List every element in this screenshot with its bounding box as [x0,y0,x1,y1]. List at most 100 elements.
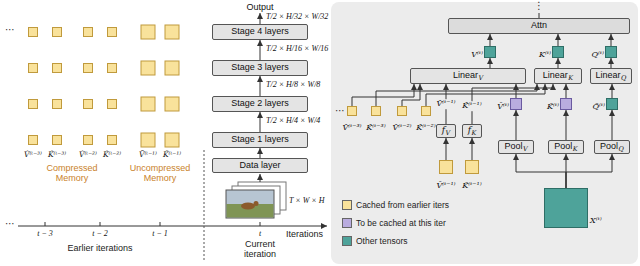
axis-group-label: Current iteration [232,240,288,260]
connector-arrow [558,34,559,46]
node-label: V̂⁽ᵗ⁻²⁾ [392,123,411,133]
legend-swatch [342,218,352,228]
memory-square [108,100,117,109]
text-holder: X⁽ᵗ⁾ [590,209,602,227]
text-holder: PoolV [499,141,533,153]
text-holder: Stage 2 layers [213,97,307,111]
connector-arrow [260,76,261,96]
cached-tensor-box: K̃⁽ᵗ⁾ [560,98,572,110]
legend-item: To be cached at this iter [342,218,446,228]
divider-dotted [204,150,205,262]
subscript-text: K [573,145,578,153]
animal [241,203,255,210]
text-holder: LinearQ [591,69,631,83]
text-holder: K̂⁽ᵗ⁻²⁾ [416,116,435,134]
node-label: Data layer [239,161,280,171]
memory-label: V̂⁽ᵗ⁻³⁾ [24,150,42,159]
attention-box: Attn [448,18,630,34]
tensor-shape: T/2 × H/4 × W/4 [266,117,320,126]
ellipsis: ⋯ [335,106,345,116]
legend-text: Cached from earlier iters [356,200,449,210]
legend-item: Other tensors [342,236,408,246]
memory-square [108,28,117,37]
node-label: Pool [600,142,618,152]
connector-arrow [566,110,567,140]
memory-group-label: Uncompressed Memory [122,164,198,184]
legend-swatch [342,236,352,246]
edge-label: V̂⁽ᵗ⁻¹⁾ [435,99,456,109]
node-label: f [442,126,445,136]
connector-arrow [612,84,613,98]
subscript-text: Q [621,74,626,82]
connector-arrow [611,58,612,68]
memory-square [165,133,179,147]
memory-square [53,136,62,145]
input-shape: T × W × H [289,197,325,206]
text-holder: V̂⁽ᵗ⁻²⁾ [392,116,411,134]
node-label: Stage 3 layers [231,63,289,73]
text-holder: Q⁽ᵗ⁾ [592,43,604,61]
memory-square [141,133,155,147]
legend-text: Other tensors [356,236,408,246]
text-holder: fK [463,125,481,137]
pool-box: PoolQ [594,140,630,154]
connector-arrow [472,84,553,124]
tensor-shape: T/2 × H/16 × W/16 [266,45,328,54]
memory-square [141,25,155,39]
memory-box: V̂⁽ᵗ⁻²⁾ [397,106,407,116]
text-holder: Q̃⁽ᵗ⁾ [593,95,605,113]
node-label: V⁽ᵗ⁾ [471,50,483,60]
text-holder: fV [437,125,455,137]
memory-square [141,61,155,75]
pool-box: PoolK [548,140,584,154]
node-label: Stage 1 layers [231,135,289,145]
text-holder: PoolK [549,141,583,153]
linear-box: LinearV [410,68,526,84]
compress-box: fK [462,124,482,138]
text-holder: Stage 3 layers [213,61,307,75]
connector-arrow [260,13,261,24]
node-label: Attn [531,21,547,31]
memory-group-label: Compressed Memory [40,164,104,184]
legend-item: Cached from earlier iters [342,200,449,210]
connector-arrow [260,148,261,158]
connector-arrow [352,84,414,106]
subscript-text: Q [619,145,624,153]
axis-tick [45,222,46,226]
subscript-text: K [471,129,476,137]
connector-arrow [558,58,559,68]
text-holder: Stage 4 layers [213,25,307,39]
linear-box: LinearQ [590,68,632,84]
memory-box: K̂⁽ᵗ⁻²⁾ [421,106,431,116]
memory-square [29,136,38,145]
axis-tick [260,222,261,226]
tensor-shape: T/2 × H/8 × W/8 [266,81,320,90]
memory-label: K̂⁽ᵗ⁻²⁾ [103,150,121,159]
input-tensor-box: X⁽ᵗ⁾ [544,188,588,228]
legend-swatch [342,200,352,210]
connector-arrow [516,154,566,188]
subscript-text: V [523,145,528,153]
node-label: K̂⁽ᵗ⁻²⁾ [416,123,435,133]
memory-label: Ṽ⁽ᵗ⁻¹⁾ [139,150,157,159]
axis-tick-label: t − 2 [92,230,108,239]
cached-tensor-box: Ṽ⁽ᵗ⁾ [510,98,522,110]
text-holder: Output [230,2,290,13]
memory-box: Ṽ⁽ᵗ⁻¹⁾ [439,160,453,174]
node-label: Q⁽ᵗ⁾ [592,50,604,60]
tensor-box: Q̃⁽ᵗ⁾ [606,98,618,110]
memory-square [84,100,93,109]
memory-square [141,97,155,111]
memory-square [84,136,93,145]
subscript-text: V [446,129,451,137]
memory-square [53,64,62,73]
text-holder: K̃⁽ᵗ⁻¹⁾ [462,174,481,192]
tensor-shape: T/2 × H/32 × W/32 [266,13,328,22]
connector-arrow [446,138,447,160]
axis-tick-label: t − 1 [152,230,168,239]
linear-box: LinearK [534,68,582,84]
text-holder: K̃⁽ᵗ⁾ [547,95,559,113]
memory-square [29,64,38,73]
connector-arrow [516,84,517,98]
pool-box: PoolV [498,140,534,154]
